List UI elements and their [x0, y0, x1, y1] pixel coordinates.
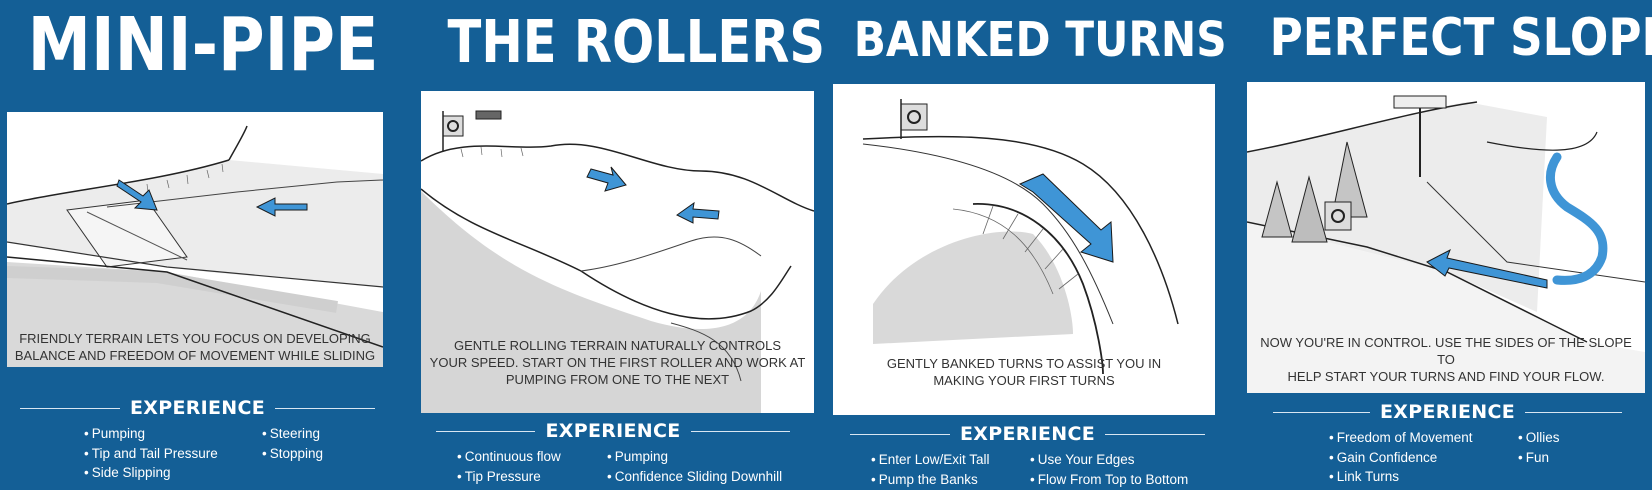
list-item: Link Turns	[1329, 467, 1473, 487]
experience-list-right: Steering Stopping	[262, 424, 323, 463]
list-item: Enter Low/Exit Tall	[871, 450, 990, 470]
illustration-card: NOW YOU'RE IN CONTROL. USE THE SIDES OF …	[1247, 82, 1645, 393]
list-item: Tip and Tail Pressure	[84, 444, 218, 464]
list-item: Continuous flow	[457, 447, 561, 467]
caption-line: YOUR SPEED. START ON THE FIRST ROLLER AN…	[429, 355, 806, 370]
illustration-card: FRIENDLY TERRAIN LETS YOU FOCUS ON DEVEL…	[7, 112, 383, 367]
caption-line: BALANCE AND FREEDOM OF MOVEMENT WHILE SL…	[14, 348, 376, 363]
experience-list-right: Pumping Confidence Sliding Downhill	[607, 447, 782, 486]
panel-perfect-slope: PERFECT SLOPE NOW YOU'RE IN CONTROL. USE…	[1243, 0, 1652, 490]
list-item: Pumping	[607, 447, 782, 467]
panel-title: MINI-PIPE	[27, 2, 379, 88]
panel-title: THE ROLLERS	[447, 7, 826, 76]
divider	[20, 407, 120, 409]
panel-title: BANKED TURNS	[853, 12, 1227, 68]
panel-title: PERFECT SLOPE	[1269, 8, 1652, 68]
list-item: Pumping	[84, 424, 218, 444]
mini-pipe-illustration	[7, 125, 383, 367]
divider	[850, 433, 950, 435]
list-item: Use Your Edges	[1030, 450, 1188, 470]
caption-line: GENTLE ROLLING TERRAIN NATURALLY CONTROL…	[454, 338, 781, 353]
list-item: Tip Pressure	[457, 467, 561, 487]
panel-the-rollers: THE ROLLERS GENTLE ROLLING TERRAIN NATUR…	[416, 0, 826, 490]
list-item: Side Slipping	[84, 463, 218, 483]
divider	[690, 430, 791, 432]
experience-heading: EXPERIENCE	[1243, 401, 1652, 423]
panel-caption: GENTLE ROLLING TERRAIN NATURALLY CONTROL…	[427, 337, 808, 388]
illustration-card: GENTLE ROLLING TERRAIN NATURALLY CONTROL…	[421, 91, 814, 413]
divider	[275, 407, 376, 409]
panel-caption: GENTLY BANKED TURNS TO ASSIST YOU IN MAK…	[839, 355, 1209, 389]
experience-label: EXPERIENCE	[129, 397, 266, 419]
list-item: Freedom of Movement	[1329, 428, 1473, 448]
list-item: Steering	[262, 424, 323, 444]
experience-label: EXPERIENCE	[959, 423, 1096, 445]
divider	[1525, 411, 1623, 413]
experience-list-left: Continuous flow Tip Pressure	[457, 447, 561, 486]
caption-line: GENTLY BANKED TURNS TO ASSIST YOU IN	[886, 356, 1162, 371]
list-item: Stopping	[262, 444, 323, 464]
list-item: Ollies	[1518, 428, 1560, 448]
experience-list-left: Freedom of Movement Gain Confidence Link…	[1329, 428, 1473, 487]
experience-list-right: Use Your Edges Flow From Top to Bottom	[1030, 450, 1189, 490]
panel-caption: NOW YOU'RE IN CONTROL. USE THE SIDES OF …	[1253, 334, 1639, 385]
experience-list-left: Enter Low/Exit Tall Pump the Banks	[871, 450, 990, 489]
caption-line: NOW YOU'RE IN CONTROL. USE THE SIDES OF …	[1260, 335, 1632, 367]
rollers-illustration	[421, 110, 814, 413]
list-item: Flow From Top to Bottom	[1030, 470, 1189, 490]
experience-heading: EXPERIENCE	[830, 423, 1225, 445]
perfect-slope-illustration	[1247, 95, 1645, 393]
experience-list-right: Ollies Fun	[1518, 428, 1560, 467]
caption-line: HELP START YOUR TURNS AND FIND YOUR FLOW…	[1287, 369, 1605, 384]
list-item: Pump the Banks	[871, 470, 990, 490]
list-item: Confidence Sliding Downhill	[607, 467, 782, 487]
panel-banked-turns: BANKED TURNS GENTLY BANKED TURNS TO ASSI…	[830, 0, 1227, 490]
list-item: Gain Confidence	[1329, 448, 1473, 468]
caption-line: MAKING YOUR FIRST TURNS	[933, 373, 1115, 388]
experience-heading: EXPERIENCE	[0, 397, 395, 419]
experience-heading: EXPERIENCE	[416, 420, 810, 442]
caption-line: FRIENDLY TERRAIN LETS YOU FOCUS ON DEVEL…	[19, 331, 371, 346]
experience-label: EXPERIENCE	[1379, 401, 1516, 423]
illustration-card: GENTLY BANKED TURNS TO ASSIST YOU IN MAK…	[833, 84, 1215, 415]
list-item: Fun	[1518, 448, 1560, 468]
divider	[1273, 411, 1370, 413]
experience-label: EXPERIENCE	[545, 420, 681, 442]
caption-line: PUMPING FROM ONE TO THE NEXT	[505, 372, 730, 387]
panel-mini-pipe: MINI-PIPE FRIENDLY TERRAIN LETS YOU FOCU…	[0, 0, 395, 490]
banked-turns-illustration	[862, 99, 1179, 375]
divider	[436, 430, 536, 432]
experience-list-left: Pumping Tip and Tail Pressure Side Slipp…	[84, 424, 218, 483]
divider	[1105, 433, 1206, 435]
panel-caption: FRIENDLY TERRAIN LETS YOU FOCUS ON DEVEL…	[13, 330, 377, 364]
